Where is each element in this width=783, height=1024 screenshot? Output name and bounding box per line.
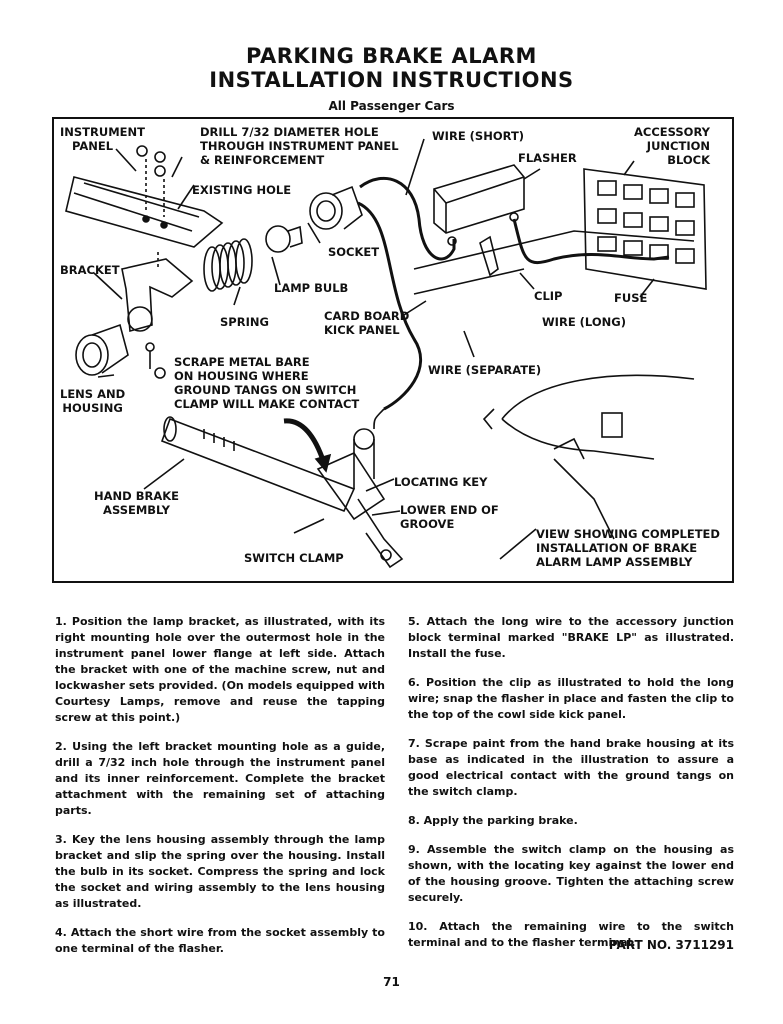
label-spring: SPRING	[220, 315, 269, 329]
label-lower-end-of-groove: LOWER END OF GROOVE	[400, 503, 499, 531]
diagram-artwork	[65, 138, 707, 569]
label-view-completed: VIEW SHOWING COMPLETED INSTALLATION OF B…	[536, 527, 720, 569]
socket-shape	[309, 192, 343, 230]
label-wire-separate: WIRE (SEPARATE)	[428, 363, 542, 377]
instrument-panel-flange	[65, 176, 224, 248]
instructions-left-column: 1. Position the lamp bracket, as illustr…	[55, 614, 385, 970]
label-switch-clamp: SWITCH CLAMP	[244, 551, 344, 565]
page-title-line1: PARKING BRAKE ALARM	[246, 44, 537, 68]
spring-coil	[203, 238, 253, 292]
instruction-step: 6. Position the clip as illustrated to h…	[408, 676, 734, 721]
junction-block-shape	[583, 168, 707, 290]
instruction-step: 7. Scrape paint from the hand brake hous…	[408, 737, 734, 798]
page-number: 71	[383, 975, 400, 989]
flasher-shape	[433, 164, 525, 234]
label-accessory-junction-block: ACCESSORY JUNCTION BLOCK	[634, 125, 711, 167]
instruction-step: 1. Position the lamp bracket, as illustr…	[55, 615, 385, 724]
label-fuse: FUSE	[614, 291, 648, 305]
instruction-step: 8. Apply the parking brake.	[408, 814, 578, 827]
instruction-step: 4. Attach the short wire from the socket…	[55, 926, 385, 955]
label-scrape-metal: SCRAPE METAL BARE ON HOUSING WHERE GROUN…	[174, 355, 360, 411]
label-lamp-bulb: LAMP BULB	[274, 281, 349, 295]
lamp-bulb-shape	[265, 225, 291, 253]
label-instrument-panel: INSTRUMENT PANEL	[60, 125, 145, 153]
bracket-shape	[121, 258, 194, 333]
part-number: PART NO. 3711291	[608, 938, 734, 952]
label-flasher: FLASHER	[518, 151, 577, 165]
page-subtitle: All Passenger Cars	[328, 99, 455, 113]
page-title-line2: INSTALLATION INSTRUCTIONS	[209, 68, 574, 92]
instruction-step: 5. Attach the long wire to the accessory…	[408, 615, 734, 660]
label-hand-brake-assembly: HAND BRAKE ASSEMBLY	[94, 489, 179, 517]
label-lens-and-housing: LENS AND HOUSING	[60, 387, 126, 415]
instruction-step: 10. Attach the remaining wire to the swi…	[408, 920, 734, 949]
label-locating-key: LOCATING KEY	[394, 475, 488, 489]
label-card-board-kick-panel: CARD BOARD KICK PANEL	[324, 309, 410, 337]
label-drill-hole: DRILL 7/32 DIAMETER HOLE THROUGH INSTRUM…	[200, 125, 399, 167]
label-socket: SOCKET	[328, 245, 380, 259]
label-wire-long: WIRE (LONG)	[542, 315, 626, 329]
instruction-step: 9. Assemble the switch clamp on the hous…	[408, 843, 734, 904]
installation-diagram: INSTRUMENT PANEL DRILL 7/32 DIAMETER HOL…	[52, 117, 734, 583]
label-clip: CLIP	[534, 289, 563, 303]
instructions-right-column: 5. Attach the long wire to the accessory…	[408, 614, 734, 964]
instruction-step: 3. Key the lens housing assembly through…	[55, 833, 385, 910]
instruction-step: 2. Using the left bracket mounting hole …	[55, 740, 385, 817]
label-existing-hole: EXISTING HOLE	[192, 183, 292, 197]
label-bracket: BRACKET	[60, 263, 120, 277]
label-wire-short: WIRE (SHORT)	[432, 129, 525, 143]
